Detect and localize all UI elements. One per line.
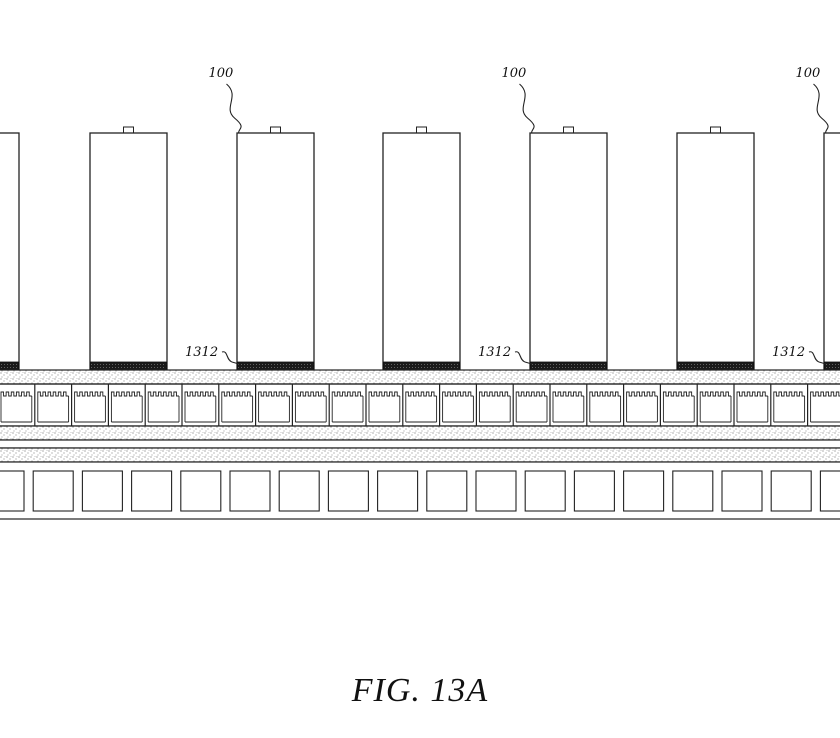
adhesive-pad [90, 361, 167, 371]
channel-square [229, 470, 271, 512]
adhesive-pad [530, 361, 607, 371]
thin-plate [0, 439, 840, 463]
crenellated-cell [34, 384, 70, 426]
crenellated-cell [439, 384, 474, 426]
crenellated-cell [770, 384, 806, 426]
battery-cell [382, 126, 461, 371]
crenellated-cell [622, 384, 658, 426]
channel-square [327, 470, 369, 512]
leader-line [221, 351, 240, 365]
reference-labels: 100 100 100 1312 1312 1312 [185, 66, 829, 365]
leader-line [519, 83, 535, 134]
crenellated-cell [365, 384, 401, 426]
crenellated-cell [0, 391, 33, 423]
battery-cell [823, 132, 840, 371]
channel-square [32, 470, 74, 512]
cell-reference-label: 100 [796, 66, 821, 81]
battery-cell [676, 126, 755, 371]
pad-reference-label: 1312 [478, 345, 511, 360]
crenellated-cell [512, 384, 548, 426]
crenellated-layer [0, 383, 840, 427]
crenellated-cell [659, 384, 695, 426]
crenellated-cell [181, 384, 217, 426]
adhesive-pad [824, 361, 840, 371]
figure-caption: FIG. 13A [351, 672, 489, 709]
leader-line [514, 351, 533, 365]
leader-line [226, 83, 242, 134]
adhesive-pad [677, 361, 754, 371]
crenellated-cell [218, 384, 254, 426]
battery-cells [0, 126, 840, 371]
square-channel-plate [0, 461, 840, 520]
channel-square [81, 470, 123, 512]
adhesive-pad [237, 361, 314, 371]
crenellated-cell [255, 384, 290, 426]
crenellated-cell [70, 384, 106, 426]
crenellated-cell [144, 384, 180, 426]
crenellated-cell [586, 384, 622, 426]
adhesive-pad [383, 361, 460, 371]
channel-square [475, 470, 517, 512]
crenellated-cell [402, 384, 438, 426]
leader-line [808, 351, 827, 365]
pad-reference-label: 1312 [772, 345, 805, 360]
channel-square [672, 470, 714, 512]
cell-reference-label: 100 [502, 66, 527, 81]
crenellated-cell [107, 384, 143, 426]
channel-square [0, 470, 25, 512]
battery-cell [89, 126, 168, 371]
leader-line [813, 83, 829, 134]
battery-cell [0, 132, 20, 371]
channel-square [573, 470, 615, 512]
channel-square [278, 470, 320, 512]
cell-reference-label: 100 [209, 66, 234, 81]
channel-square [770, 470, 812, 512]
crenellated-cell [549, 384, 585, 426]
channel-square [426, 470, 468, 512]
pad-reference-label: 1312 [185, 345, 218, 360]
crenellated-cell [475, 384, 511, 426]
channel-square [623, 470, 665, 512]
channel-square [180, 470, 222, 512]
battery-cell [236, 126, 315, 371]
channel-square [377, 470, 419, 512]
channel-square [131, 470, 173, 512]
upper-stippled-plate [0, 369, 840, 385]
crenellated-cell [696, 384, 732, 426]
crenellated-cell [291, 384, 327, 426]
crenellated-cell [328, 384, 364, 426]
channel-square [721, 470, 763, 512]
lower-stippled-plate [0, 425, 840, 441]
adhesive-pad [0, 361, 19, 371]
channel-square [819, 470, 840, 512]
channel-square [524, 470, 566, 512]
crenellated-cell [806, 384, 840, 426]
crenellated-cell [733, 384, 769, 426]
battery-cell [529, 126, 608, 371]
